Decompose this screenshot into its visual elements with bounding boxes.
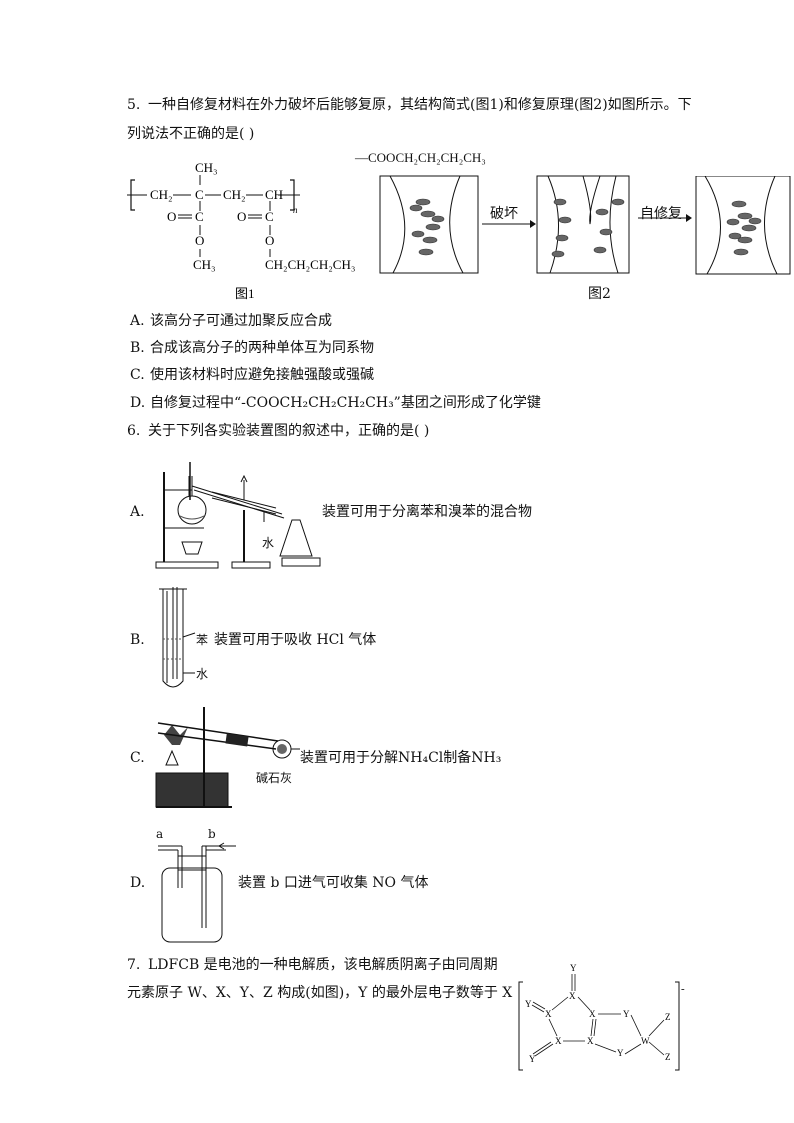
q7-atom-y-top: Y bbox=[570, 963, 577, 973]
q7-anion-structure-figure: - Y X X X X X Y Y Y Y W Z Z bbox=[515, 962, 695, 1074]
q5-option-d-label: D. bbox=[130, 395, 146, 411]
q7-atom-y-bottom: Y bbox=[529, 1054, 536, 1064]
q6-option-d-label: D. bbox=[130, 875, 146, 891]
q5-fig1-o1: O bbox=[167, 209, 176, 224]
q5-fig2-arrow2 bbox=[636, 210, 694, 226]
q5-fig1-ch3-top: CH₃ bbox=[195, 160, 218, 175]
q5-option-a-label: A. bbox=[130, 313, 145, 329]
q5-figure1-structure: CH₂ C CH₂ CH n CH₃ C O O CH₃ C O O CH₂CH… bbox=[125, 155, 375, 305]
q7-number: 7. bbox=[127, 957, 141, 973]
q7-atom-y-left: Y bbox=[525, 999, 532, 1009]
q5-fig1-c2: C bbox=[265, 209, 274, 224]
q7-atom-y-right-top: Y bbox=[623, 1009, 630, 1019]
q6-stem: 关于下列各实验装置图的叙述中，正确的是( ) bbox=[148, 423, 430, 439]
q5-fig1-caption: 图1 bbox=[235, 286, 255, 301]
q6-option-b-label: B. bbox=[130, 632, 145, 648]
q6-option-d-label-b: b bbox=[208, 827, 216, 841]
q7-atom-x2: X bbox=[545, 1009, 552, 1019]
q5-option-c-text: 使用该材料时应避免接触强酸或强碱 bbox=[150, 367, 374, 383]
q7-atom-x4: X bbox=[555, 1036, 562, 1046]
q6-option-c-heating-figure bbox=[152, 705, 302, 815]
q5-option-b-label: B. bbox=[130, 340, 145, 356]
q5-fig1-subscript-n: n bbox=[293, 205, 298, 215]
q6-option-b-water-label: 水 bbox=[196, 667, 209, 681]
q5-fig1-quaternary-c: C bbox=[195, 187, 204, 202]
q5-fig1-butyl: CH₂CH₂CH₂CH₃ bbox=[265, 257, 355, 272]
q5-option-d-text: 自修复过程中“-COOCH₂CH₂CH₂CH₃”基团之间形成了化学键 bbox=[150, 395, 541, 411]
q5-fig1-ch2b: CH₂ bbox=[223, 187, 246, 202]
q5-fig1-ch: CH bbox=[265, 187, 283, 202]
q6-option-c-sodalime-label: 碱石灰 bbox=[256, 771, 293, 785]
q5-fig2-arrow-label-repair: 自修复 bbox=[640, 206, 682, 222]
q5-fig1-ch3-bottom: CH₃ bbox=[193, 257, 216, 272]
q7-atom-z-bottom: Z bbox=[665, 1052, 671, 1062]
q6-option-d-text: 装置 b 口进气可收集 NO 气体 bbox=[238, 875, 429, 891]
q6-option-a-water-label: 水 bbox=[262, 536, 275, 550]
q6-option-b-text: 装置可用于吸收 HCl 气体 bbox=[214, 632, 377, 648]
q6-option-d-bottle-figure bbox=[150, 838, 240, 948]
q6-number: 6. bbox=[127, 423, 141, 439]
q5-fig1-o3: O bbox=[237, 209, 246, 224]
q6-option-c-text: 装置可用于分解NH₄Cl制备NH₃ bbox=[300, 750, 502, 766]
q5-stem-line2: 列说法不正确的是( ) bbox=[127, 126, 255, 142]
q5-stem-line1: 一种自修复材料在外力破坏后能够复原，其结构简式(图1)和修复原理(图2)如图所示… bbox=[148, 97, 692, 113]
q6-option-b-benzene-label: 苯 bbox=[196, 633, 209, 647]
q6-option-a-text: 装置可用于分离苯和溴苯的混合物 bbox=[322, 504, 532, 520]
q5-option-a-text: 该高分子可通过加聚反应合成 bbox=[150, 313, 332, 329]
q6-option-c-label: C. bbox=[130, 750, 145, 766]
q5-number: 5. bbox=[127, 97, 141, 113]
q7-atom-z-top: Z bbox=[665, 1012, 671, 1022]
q7-atom-w: W bbox=[641, 1036, 650, 1046]
q7-atom-x5: X bbox=[587, 1036, 594, 1046]
q5-fig2-caption: 图2 bbox=[588, 286, 611, 302]
q5-fig1-c1: C bbox=[195, 209, 204, 224]
q7-charge: - bbox=[681, 983, 685, 995]
q5-fig2-box3 bbox=[695, 175, 794, 276]
q6-option-b-testtube-figure bbox=[155, 585, 205, 695]
q7-stem-line2: 元素原子 W、X、Y、Z 构成(如图)，Y 的最外层电子数等于 X bbox=[127, 985, 513, 1001]
q6-option-a-distillation-figure bbox=[152, 452, 322, 572]
q5-option-c-label: C. bbox=[130, 367, 145, 383]
q6-option-d-label-a: a bbox=[156, 827, 164, 841]
q7-stem-line1: LDFCB 是电池的一种电解质，该电解质阴离子由同周期 bbox=[148, 957, 498, 973]
q5-figure2-repair bbox=[378, 172, 678, 277]
q7-atom-y-right-bottom: Y bbox=[617, 1048, 624, 1058]
q5-fig1-o2: O bbox=[195, 233, 204, 248]
q7-atom-x3: X bbox=[589, 1009, 596, 1019]
q5-fig1-o4: O bbox=[265, 233, 274, 248]
q7-atom-x1: X bbox=[569, 991, 576, 1001]
q6-option-a-label: A. bbox=[130, 504, 145, 520]
q5-fig2-group-label: —COOCH₂CH₂CH₂CH₃ bbox=[355, 150, 486, 165]
q5-fig2-arrow-label-break: 破坏 bbox=[490, 206, 518, 222]
q5-option-b-text: 合成该高分子的两种单体互为同系物 bbox=[150, 340, 374, 356]
q5-fig1-ch2a: CH₂ bbox=[150, 187, 173, 202]
